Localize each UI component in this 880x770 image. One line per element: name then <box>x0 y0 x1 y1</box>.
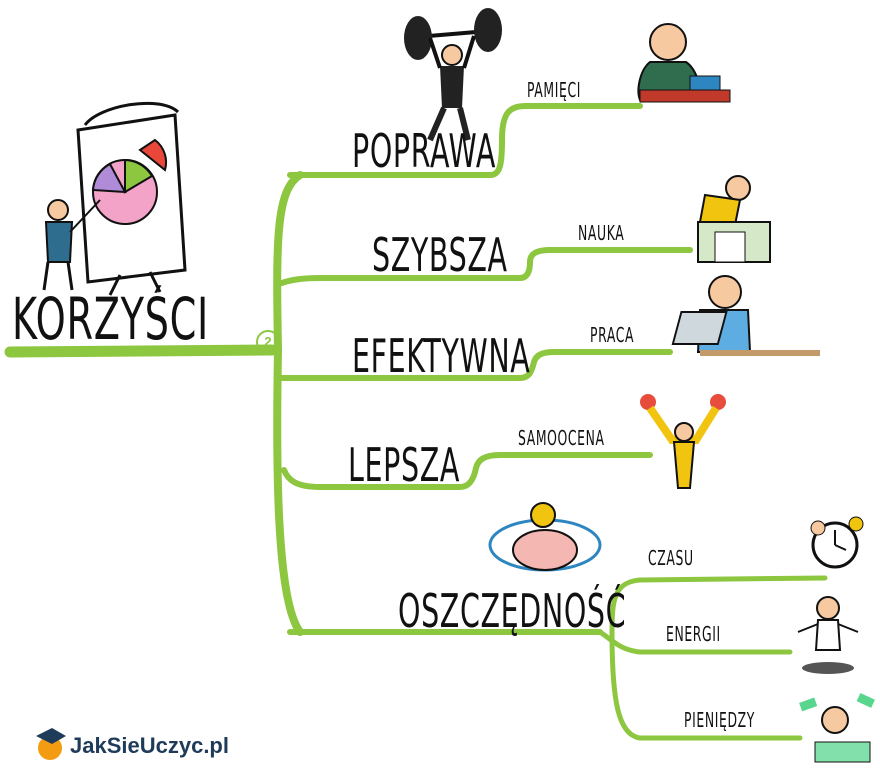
sub-trunk <box>609 629 803 741</box>
branch-label-lepsza: LEPSZA <box>348 438 460 492</box>
branch-label-szybsza: SZYBSZA <box>372 228 508 282</box>
alarm-clock-icon <box>810 516 864 569</box>
trunk-line <box>273 346 304 636</box>
branch-line-poprawa <box>287 103 643 178</box>
graduation-apple-logo-icon <box>36 728 66 760</box>
branch-label-poprawa: POPRAWA <box>352 124 496 178</box>
leaf-label-czasu: CZASU <box>648 546 694 570</box>
trunk-line <box>273 171 304 354</box>
money-rain-icon <box>799 692 875 763</box>
weightlifter-icon <box>404 8 502 142</box>
cheering-person-icon <box>640 394 726 489</box>
sub-trunk <box>597 629 793 655</box>
presentation-chart-icon <box>42 101 187 296</box>
branch-line-efektywna <box>279 349 673 381</box>
root-branch <box>4 344 278 358</box>
leaf-label-pieniedzy: PIENIĘDZY <box>684 708 755 732</box>
branch-label-oszczednosc: OSZCZĘDNOŚĆ <box>398 584 627 638</box>
leaf-label-nauka: NAUKA <box>578 221 625 245</box>
meditating-person-icon <box>797 596 859 674</box>
student-desk-icon <box>697 175 771 263</box>
root-label: KORZYŚCI <box>12 285 209 353</box>
root-badge: 2 <box>256 330 280 354</box>
piggy-bank-icon <box>488 502 602 572</box>
leaf-label-samoocena: SAMOOCENA <box>518 426 605 450</box>
sub-trunk <box>609 575 828 635</box>
logo-text: JakSieUczyc.pl <box>70 733 229 758</box>
branch-line-szybsza <box>279 247 693 286</box>
leaf-label-energii: ENERGII <box>666 622 721 646</box>
reading-man-icon <box>637 23 731 103</box>
office-worker-icon <box>671 275 820 356</box>
leaf-label-praca: PRACA <box>590 323 635 347</box>
branch-line-lepsza <box>281 452 653 490</box>
leaf-label-pamieci: PAMIĘCI <box>527 78 582 102</box>
branch-label-efektywna: EFEKTYWNA <box>352 329 531 383</box>
